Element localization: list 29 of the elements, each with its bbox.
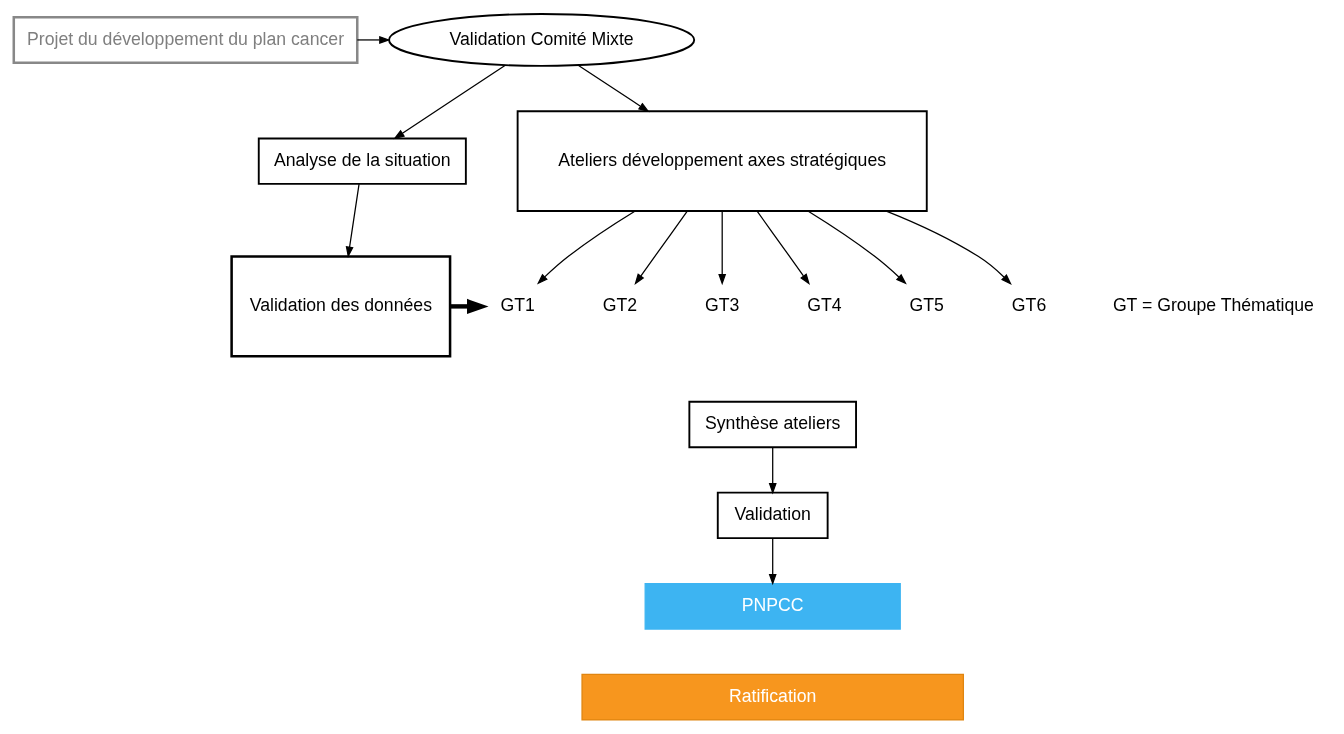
node-text: GT2 — [602, 295, 638, 316]
arrow — [356, 35, 391, 44]
node-box: PNPCC — [644, 582, 901, 630]
node-text: GT4 — [807, 295, 842, 316]
arrow — [756, 210, 810, 285]
arrow — [807, 210, 907, 285]
node-text: GT1 — [500, 295, 535, 316]
node-box: Validation des données — [230, 255, 452, 358]
arrow — [345, 183, 360, 258]
arrow — [718, 210, 727, 286]
node-text: GT3 — [705, 295, 740, 316]
node-box: Ratification — [581, 673, 964, 721]
arrow — [768, 446, 777, 495]
node-box: Analyse de la situation — [257, 137, 467, 185]
node-box: Ateliers développement axes stratégiques — [516, 110, 928, 212]
arrow — [393, 64, 506, 140]
arrow — [577, 64, 650, 113]
arrow — [634, 210, 688, 285]
node-ellipse: Validation Comité Mixte — [388, 13, 696, 67]
node-text: GT5 — [909, 295, 944, 316]
node-text: GT6 — [1011, 295, 1047, 316]
arrow — [536, 210, 636, 285]
arrow — [885, 210, 1012, 285]
node-box: Projet du développement du plan cancer — [12, 15, 359, 64]
node-box: Validation — [716, 491, 829, 540]
arrow — [768, 537, 777, 586]
arrow — [450, 298, 489, 314]
node-box: Synthèse ateliers — [688, 400, 857, 449]
label: GT = Groupe Thématique — [1112, 295, 1314, 316]
